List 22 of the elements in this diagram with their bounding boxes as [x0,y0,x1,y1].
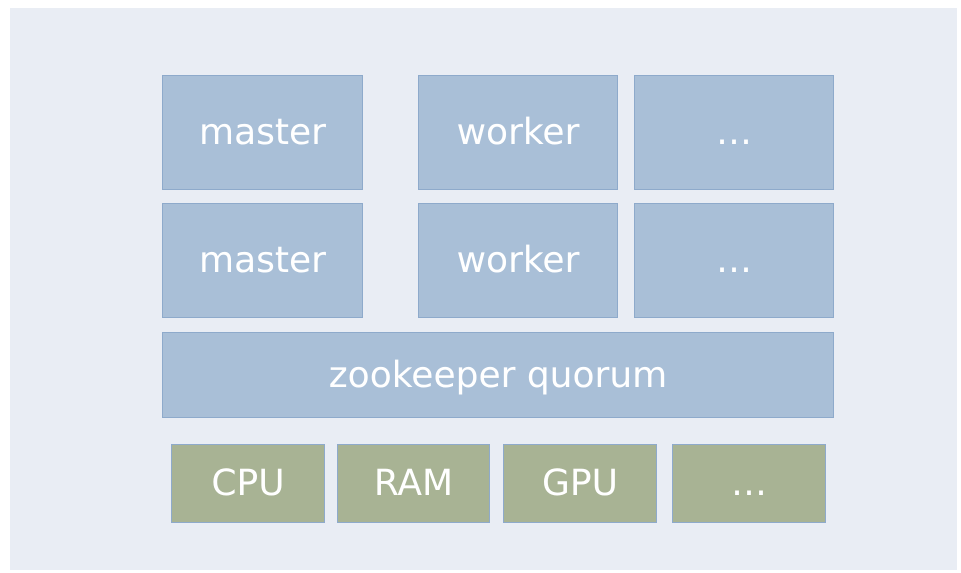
resource-box [672,444,826,523]
server-box [162,203,363,318]
resource-box [503,444,657,523]
quorum-bar [162,332,834,418]
box-label: master [199,112,326,153]
box-label: GPU [542,463,618,504]
server-box [634,203,834,318]
box-label: zookeeper quorum [328,354,668,396]
server-box [162,75,363,190]
box-label: worker [456,112,580,153]
server-box [634,75,834,190]
box-label: worker [456,240,580,281]
box-label: … [716,112,752,153]
box-label: … [731,463,767,504]
box-label: CPU [211,463,285,504]
server-box [418,75,618,190]
resource-box [171,444,325,523]
server-box [418,203,618,318]
resource-box [337,444,490,523]
box-label: master [199,240,326,281]
box-label: RAM [374,463,454,504]
box-label: … [716,240,752,281]
